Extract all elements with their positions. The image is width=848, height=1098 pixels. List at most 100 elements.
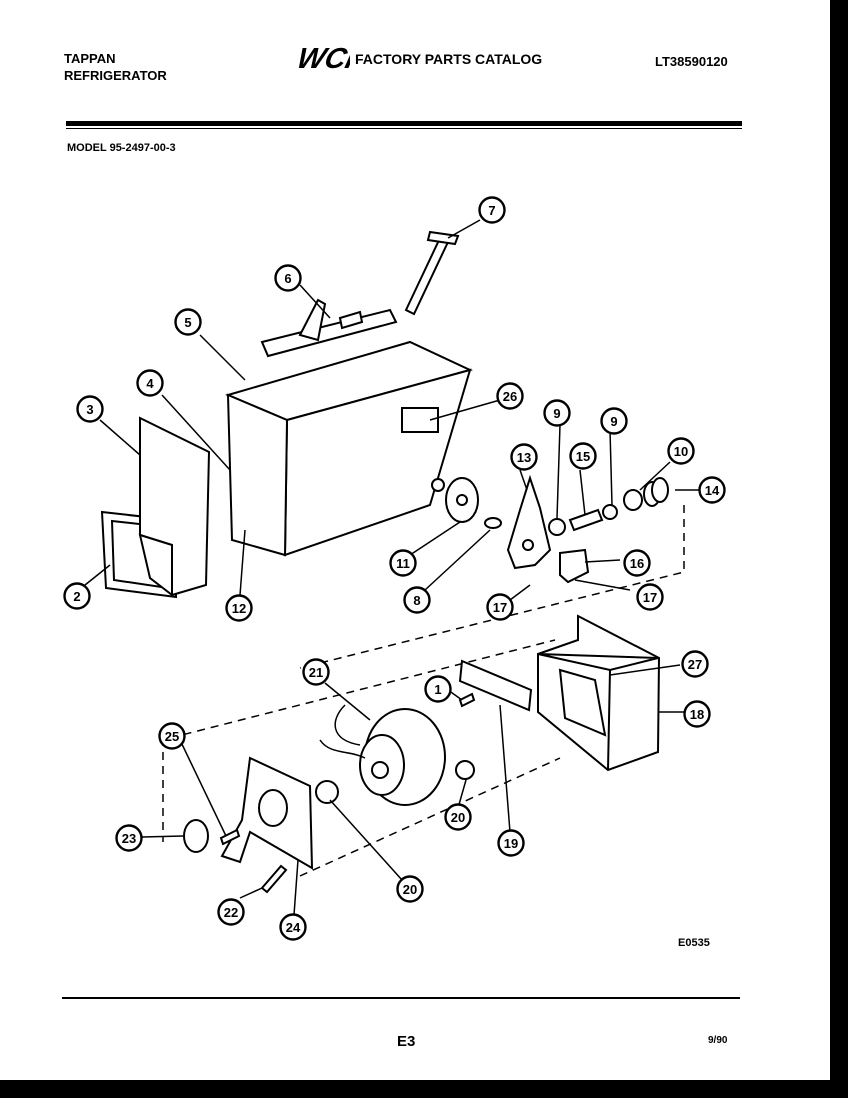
callout-circle bbox=[681, 650, 709, 678]
brand-block: TAPPAN REFRIGERATOR bbox=[64, 50, 167, 84]
catalog-number: LT38590120 bbox=[655, 54, 728, 69]
catalog-title: FACTORY PARTS CATALOG bbox=[355, 51, 543, 67]
callout-label: 11 bbox=[396, 556, 410, 571]
callout-circle bbox=[158, 722, 186, 750]
callout-label: 20 bbox=[403, 882, 417, 897]
callout-14: 14 bbox=[698, 476, 726, 504]
part-nut bbox=[623, 489, 643, 511]
callout-label: 9 bbox=[610, 414, 617, 429]
part-gear bbox=[315, 780, 339, 804]
callout-circle bbox=[389, 549, 417, 577]
callout-circle bbox=[478, 196, 506, 224]
callout-9: 9 bbox=[543, 399, 571, 427]
callout-12: 12 bbox=[225, 594, 253, 622]
callout-circle bbox=[486, 593, 514, 621]
callout-circle bbox=[667, 437, 695, 465]
callout-circle bbox=[543, 399, 571, 427]
header-rule-thin bbox=[66, 128, 742, 129]
callout-22: 22 bbox=[217, 898, 245, 926]
callout-circle bbox=[302, 658, 330, 686]
part-housing bbox=[537, 614, 661, 772]
callout-circle bbox=[76, 395, 104, 423]
part-spring-coil bbox=[643, 477, 669, 507]
callout-label: 2 bbox=[73, 589, 80, 604]
callout-circle bbox=[136, 369, 164, 397]
callout-19: 19 bbox=[497, 829, 525, 857]
part-mounting-plate bbox=[220, 756, 314, 870]
callout-3: 3 bbox=[76, 395, 104, 423]
leader-lines bbox=[84, 219, 700, 916]
part-shaft bbox=[404, 230, 460, 316]
callout-21: 21 bbox=[302, 658, 330, 686]
callout-circle bbox=[403, 586, 431, 614]
revision-date: 9/90 bbox=[708, 1035, 728, 1046]
callout-27: 27 bbox=[681, 650, 709, 678]
callout-1: 1 bbox=[424, 675, 452, 703]
part-screw bbox=[219, 828, 241, 846]
part-ice-bin bbox=[225, 340, 473, 557]
callout-label: 21 bbox=[309, 665, 323, 680]
callout-circle bbox=[274, 264, 302, 292]
callout-4: 4 bbox=[136, 369, 164, 397]
footer-rule bbox=[62, 997, 740, 999]
callout-20: 20 bbox=[396, 875, 424, 903]
callout-label: 17 bbox=[643, 590, 657, 605]
part-guide bbox=[260, 298, 398, 358]
callout-label: 8 bbox=[413, 593, 420, 608]
callout-label: 20 bbox=[451, 810, 465, 825]
page-number: E3 bbox=[397, 1033, 416, 1050]
callout-label: 13 bbox=[517, 450, 531, 465]
part-motor bbox=[319, 704, 446, 806]
callout-label: 1 bbox=[434, 682, 441, 697]
brand-name: TAPPAN bbox=[64, 51, 116, 66]
callout-9: 9 bbox=[600, 407, 628, 435]
callout-26: 26 bbox=[496, 382, 524, 410]
part-screw bbox=[458, 692, 476, 708]
callout-label: 14 bbox=[705, 483, 720, 498]
callout-10: 10 bbox=[667, 437, 695, 465]
callout-circle bbox=[510, 443, 538, 471]
callout-label: 25 bbox=[165, 729, 179, 744]
callout-15: 15 bbox=[569, 442, 597, 470]
callout-label: 27 bbox=[688, 657, 702, 672]
callout-17: 17 bbox=[486, 593, 514, 621]
callout-circle bbox=[63, 582, 91, 610]
callout-label: 26 bbox=[503, 389, 517, 404]
callout-label: 10 bbox=[674, 444, 688, 459]
part-screw bbox=[260, 864, 288, 894]
callout-24: 24 bbox=[279, 913, 307, 941]
callout-circle bbox=[279, 913, 307, 941]
part-cup bbox=[445, 477, 479, 523]
callout-7: 7 bbox=[478, 196, 506, 224]
callout-label: 9 bbox=[553, 406, 560, 421]
model-number: MODEL 95-2497-00-3 bbox=[67, 142, 176, 154]
callout-circle bbox=[600, 407, 628, 435]
callout-label: 3 bbox=[86, 402, 93, 417]
callout-circle bbox=[698, 476, 726, 504]
callout-circle bbox=[569, 442, 597, 470]
product-type: REFRIGERATOR bbox=[64, 68, 167, 83]
part-gasket bbox=[458, 659, 533, 712]
svg-text:WCI: WCI bbox=[294, 42, 350, 72]
callout-label: 23 bbox=[122, 831, 136, 846]
header-rule bbox=[66, 121, 742, 126]
callout-label: 17 bbox=[493, 600, 507, 615]
callout-circle bbox=[396, 875, 424, 903]
callout-2: 2 bbox=[63, 582, 91, 610]
callout-label: 24 bbox=[286, 920, 301, 935]
callout-circle bbox=[623, 549, 651, 577]
part-washer bbox=[548, 518, 566, 536]
part-tray-panel bbox=[138, 416, 211, 598]
callout-20: 20 bbox=[444, 803, 472, 831]
figure-code: E0535 bbox=[678, 937, 710, 949]
part-screw bbox=[568, 508, 604, 532]
callout-11: 11 bbox=[389, 549, 417, 577]
part-actuator bbox=[559, 548, 590, 584]
callout-16: 16 bbox=[623, 549, 651, 577]
callout-17: 17 bbox=[636, 583, 664, 611]
callout-circle bbox=[636, 583, 664, 611]
callout-6: 6 bbox=[274, 264, 302, 292]
callout-label: 15 bbox=[576, 449, 590, 464]
callout-circle bbox=[444, 803, 472, 831]
